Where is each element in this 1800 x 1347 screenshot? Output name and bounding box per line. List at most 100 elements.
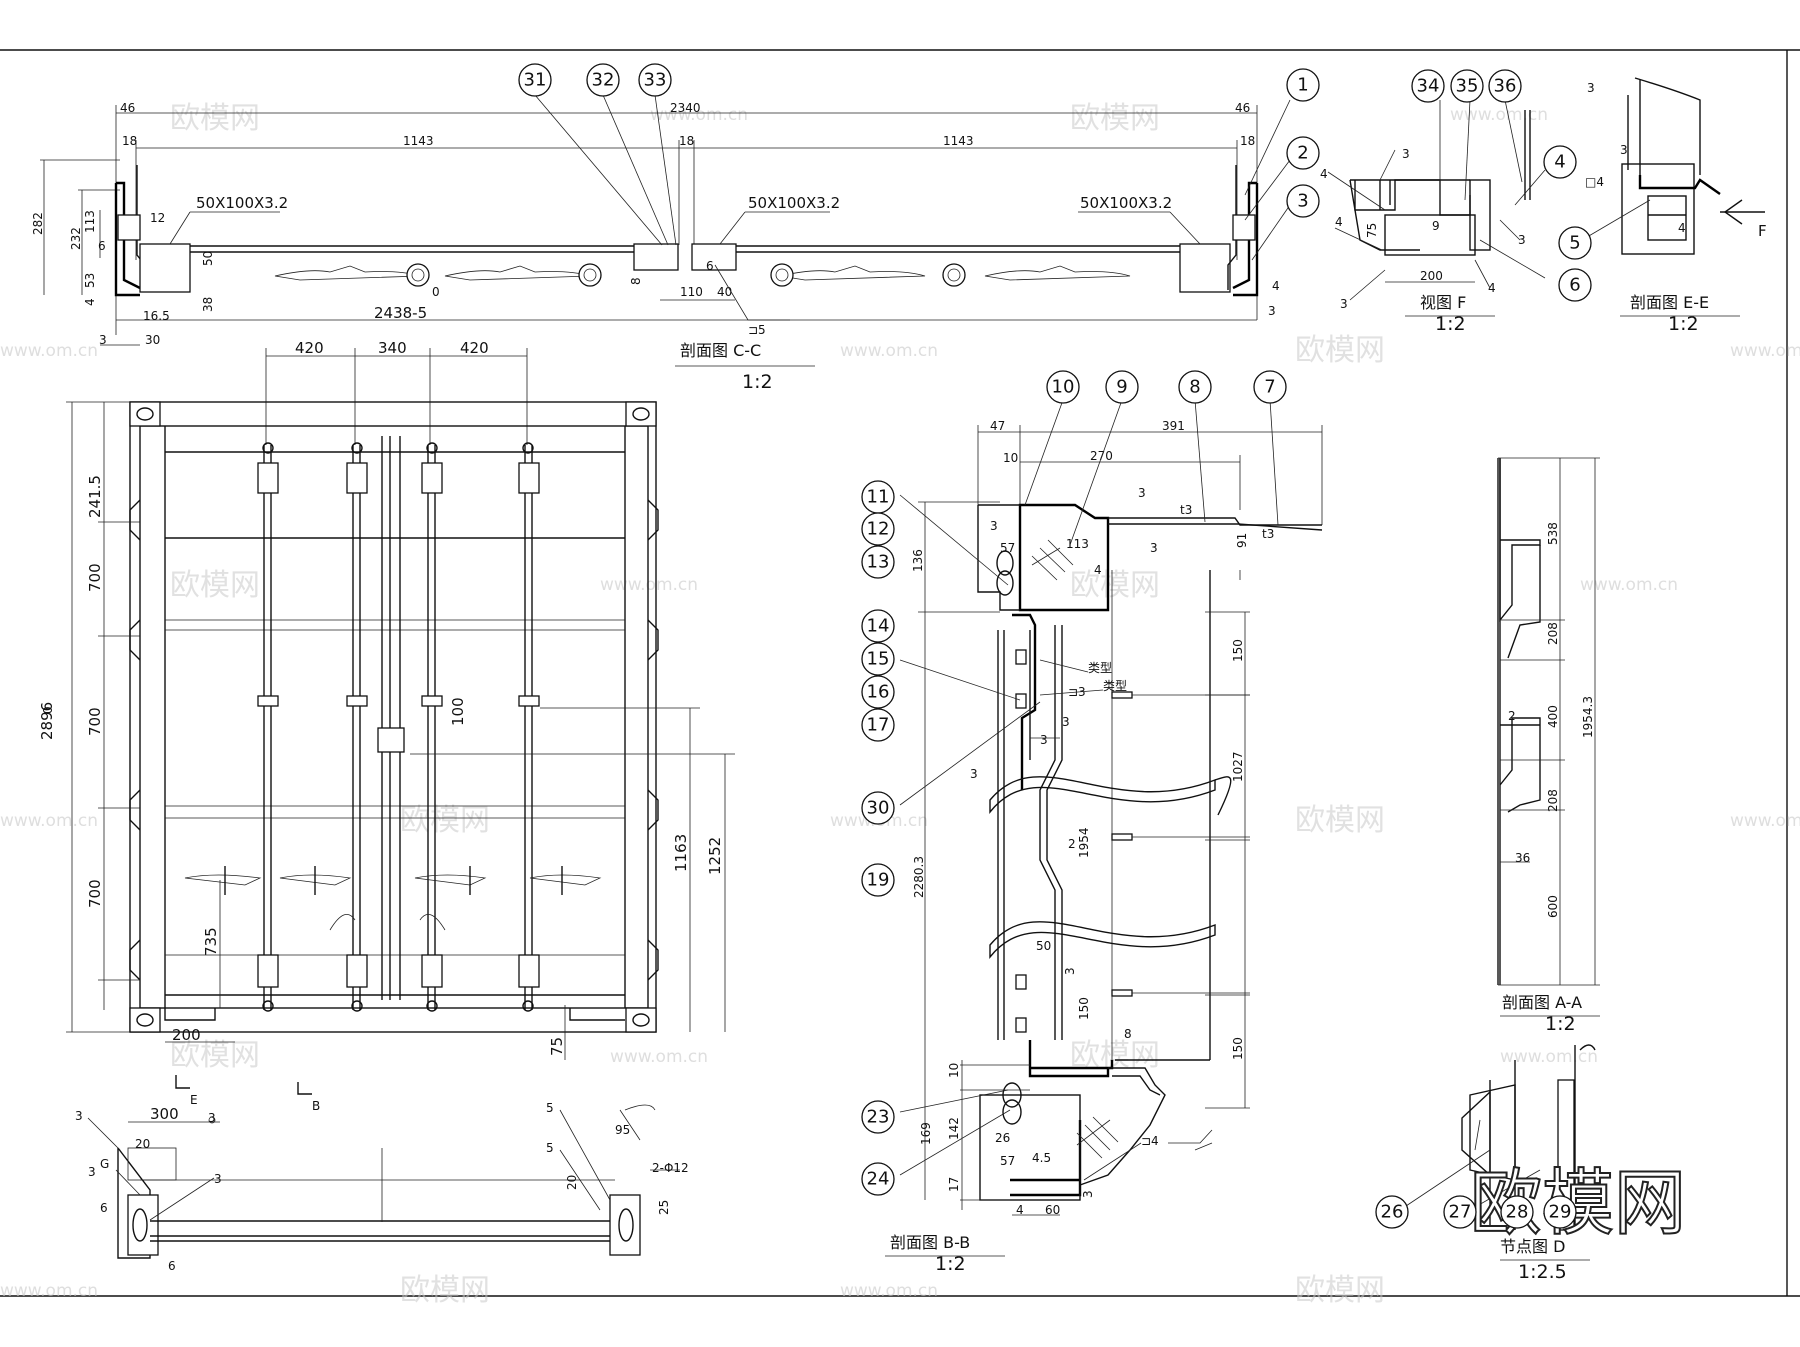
svg-text:1027: 1027 bbox=[1231, 751, 1245, 782]
svg-text:0: 0 bbox=[432, 285, 440, 299]
svg-text:110: 110 bbox=[680, 285, 703, 299]
svg-text:46: 46 bbox=[120, 101, 135, 115]
svg-text:11: 11 bbox=[867, 487, 890, 508]
svg-text:16.5: 16.5 bbox=[143, 309, 170, 323]
svg-text:4: 4 bbox=[1678, 221, 1686, 235]
tube-right bbox=[1179, 243, 1231, 293]
svg-text:6: 6 bbox=[706, 259, 714, 273]
svg-text:3: 3 bbox=[214, 1172, 222, 1186]
svg-text:欧模网: 欧模网 bbox=[170, 101, 260, 136]
svg-text:57: 57 bbox=[1000, 541, 1015, 555]
svg-text:36: 36 bbox=[1494, 76, 1517, 97]
svg-text:t3: t3 bbox=[1180, 503, 1192, 517]
svg-text:1954.3: 1954.3 bbox=[1581, 696, 1595, 738]
section-aa: 538 208 400 208 600 1954.3 2 36 剖面图 A-A … bbox=[1497, 457, 1600, 1035]
svg-text:10: 10 bbox=[1052, 377, 1075, 398]
svg-text:150: 150 bbox=[1077, 997, 1091, 1020]
svg-text:91: 91 bbox=[1235, 533, 1249, 548]
svg-text:节点图 D: 节点图 D bbox=[1500, 1237, 1565, 1256]
svg-text:46: 46 bbox=[1235, 101, 1250, 115]
svg-text:2: 2 bbox=[1297, 143, 1308, 164]
svg-text:⊐4: ⊐4 bbox=[1141, 1134, 1159, 1148]
svg-text:3: 3 bbox=[1620, 143, 1628, 157]
svg-text:类型: 类型 bbox=[1088, 661, 1112, 675]
svg-text:3: 3 bbox=[1297, 191, 1308, 212]
svg-text:6: 6 bbox=[98, 239, 106, 253]
svg-text:6: 6 bbox=[100, 1201, 108, 1215]
callout-33: 33 bbox=[638, 63, 672, 97]
svg-text:27: 27 bbox=[1449, 1202, 1472, 1223]
svg-text:19: 19 bbox=[867, 870, 890, 891]
svg-text:3: 3 bbox=[1268, 304, 1276, 318]
svg-text:17: 17 bbox=[947, 1177, 961, 1192]
svg-text:3: 3 bbox=[1340, 297, 1348, 311]
view-f: 200 75 9 3 4 4 4 3 3 视图 F 1:2 bbox=[1320, 110, 1531, 335]
svg-text:241.5: 241.5 bbox=[86, 475, 104, 518]
svg-text:270: 270 bbox=[1090, 449, 1113, 463]
locking-rods bbox=[184, 442, 602, 1012]
callout-2: 2 bbox=[1286, 136, 1320, 170]
svg-text:1:2: 1:2 bbox=[1545, 1013, 1576, 1035]
svg-text:8: 8 bbox=[629, 277, 643, 285]
door-frame-outer bbox=[129, 401, 657, 1033]
svg-text:17: 17 bbox=[867, 715, 890, 736]
svg-text:4: 4 bbox=[83, 298, 97, 306]
callout-11: 11 bbox=[861, 480, 895, 514]
svg-text:欧模网: 欧模网 bbox=[170, 1038, 260, 1073]
svg-text:20: 20 bbox=[565, 1175, 579, 1190]
svg-text:50X100X3.2: 50X100X3.2 bbox=[748, 194, 840, 212]
svg-text:3: 3 bbox=[1063, 967, 1077, 975]
callout-29: 29 bbox=[1543, 1195, 1577, 1229]
svg-text:232: 232 bbox=[69, 227, 83, 250]
svg-text:5: 5 bbox=[1569, 233, 1580, 254]
svg-text:4: 4 bbox=[1272, 279, 1280, 293]
svg-text:G: G bbox=[100, 1157, 109, 1171]
svg-text:www.om.cn: www.om.cn bbox=[0, 811, 98, 831]
svg-text:150: 150 bbox=[1231, 639, 1245, 662]
svg-text:3: 3 bbox=[1081, 1190, 1095, 1198]
svg-text:3: 3 bbox=[88, 1165, 96, 1179]
svg-text:剖面图 E-E: 剖面图 E-E bbox=[1630, 293, 1709, 312]
svg-text:3: 3 bbox=[1402, 147, 1410, 161]
svg-text:6: 6 bbox=[168, 1259, 176, 1273]
svg-text:36: 36 bbox=[1515, 851, 1530, 865]
svg-text:538: 538 bbox=[1546, 522, 1560, 545]
svg-text:3: 3 bbox=[75, 1109, 83, 1123]
dim-2340: 2340 bbox=[670, 101, 701, 115]
svg-text:30: 30 bbox=[867, 798, 890, 819]
svg-text:3: 3 bbox=[1040, 733, 1048, 747]
svg-text:113: 113 bbox=[83, 210, 97, 233]
svg-text:3: 3 bbox=[1138, 486, 1146, 500]
svg-text:www.om.cn: www.om.cn bbox=[0, 341, 98, 361]
svg-text:12: 12 bbox=[867, 519, 890, 540]
svg-text:53: 53 bbox=[83, 273, 97, 288]
svg-text:50X100X3.2: 50X100X3.2 bbox=[196, 194, 288, 212]
svg-text:57: 57 bbox=[1000, 1154, 1015, 1168]
svg-text:欧模网: 欧模网 bbox=[1295, 1273, 1385, 1308]
section-ee: 3 3 □4 4 F 剖面图 E-E 1:2 bbox=[1585, 77, 1767, 335]
callout-3: 3 bbox=[1286, 184, 1320, 218]
svg-text:113: 113 bbox=[1066, 537, 1089, 551]
svg-text:26: 26 bbox=[1381, 1202, 1404, 1223]
svg-text:3: 3 bbox=[1587, 81, 1595, 95]
svg-text:1:2: 1:2 bbox=[935, 1253, 966, 1275]
svg-text:1:2: 1:2 bbox=[1668, 313, 1699, 335]
callout-6: 6 bbox=[1558, 268, 1592, 302]
svg-text:700: 700 bbox=[86, 707, 104, 736]
svg-text:5: 5 bbox=[546, 1101, 554, 1115]
svg-text:38: 38 bbox=[201, 297, 215, 312]
svg-text:2438-5: 2438-5 bbox=[374, 304, 427, 322]
svg-text:10: 10 bbox=[947, 1063, 961, 1078]
svg-text:208: 208 bbox=[1546, 789, 1560, 812]
svg-text:⊐5: ⊐5 bbox=[748, 323, 766, 337]
svg-text:10: 10 bbox=[1003, 451, 1018, 465]
watermark-layer: 欧模网 欧模网 www.om.cn www.om.cn 欧模网 www.om.c… bbox=[0, 101, 1800, 1308]
svg-text:www.om.cn: www.om.cn bbox=[610, 1047, 708, 1067]
callout-26: 26 bbox=[1375, 1195, 1409, 1229]
svg-text:6: 6 bbox=[1569, 275, 1580, 296]
callout-15: 15 bbox=[861, 642, 895, 676]
svg-text:4.5: 4.5 bbox=[1032, 1151, 1051, 1165]
svg-text:12: 12 bbox=[150, 211, 165, 225]
svg-text:40: 40 bbox=[717, 285, 732, 299]
